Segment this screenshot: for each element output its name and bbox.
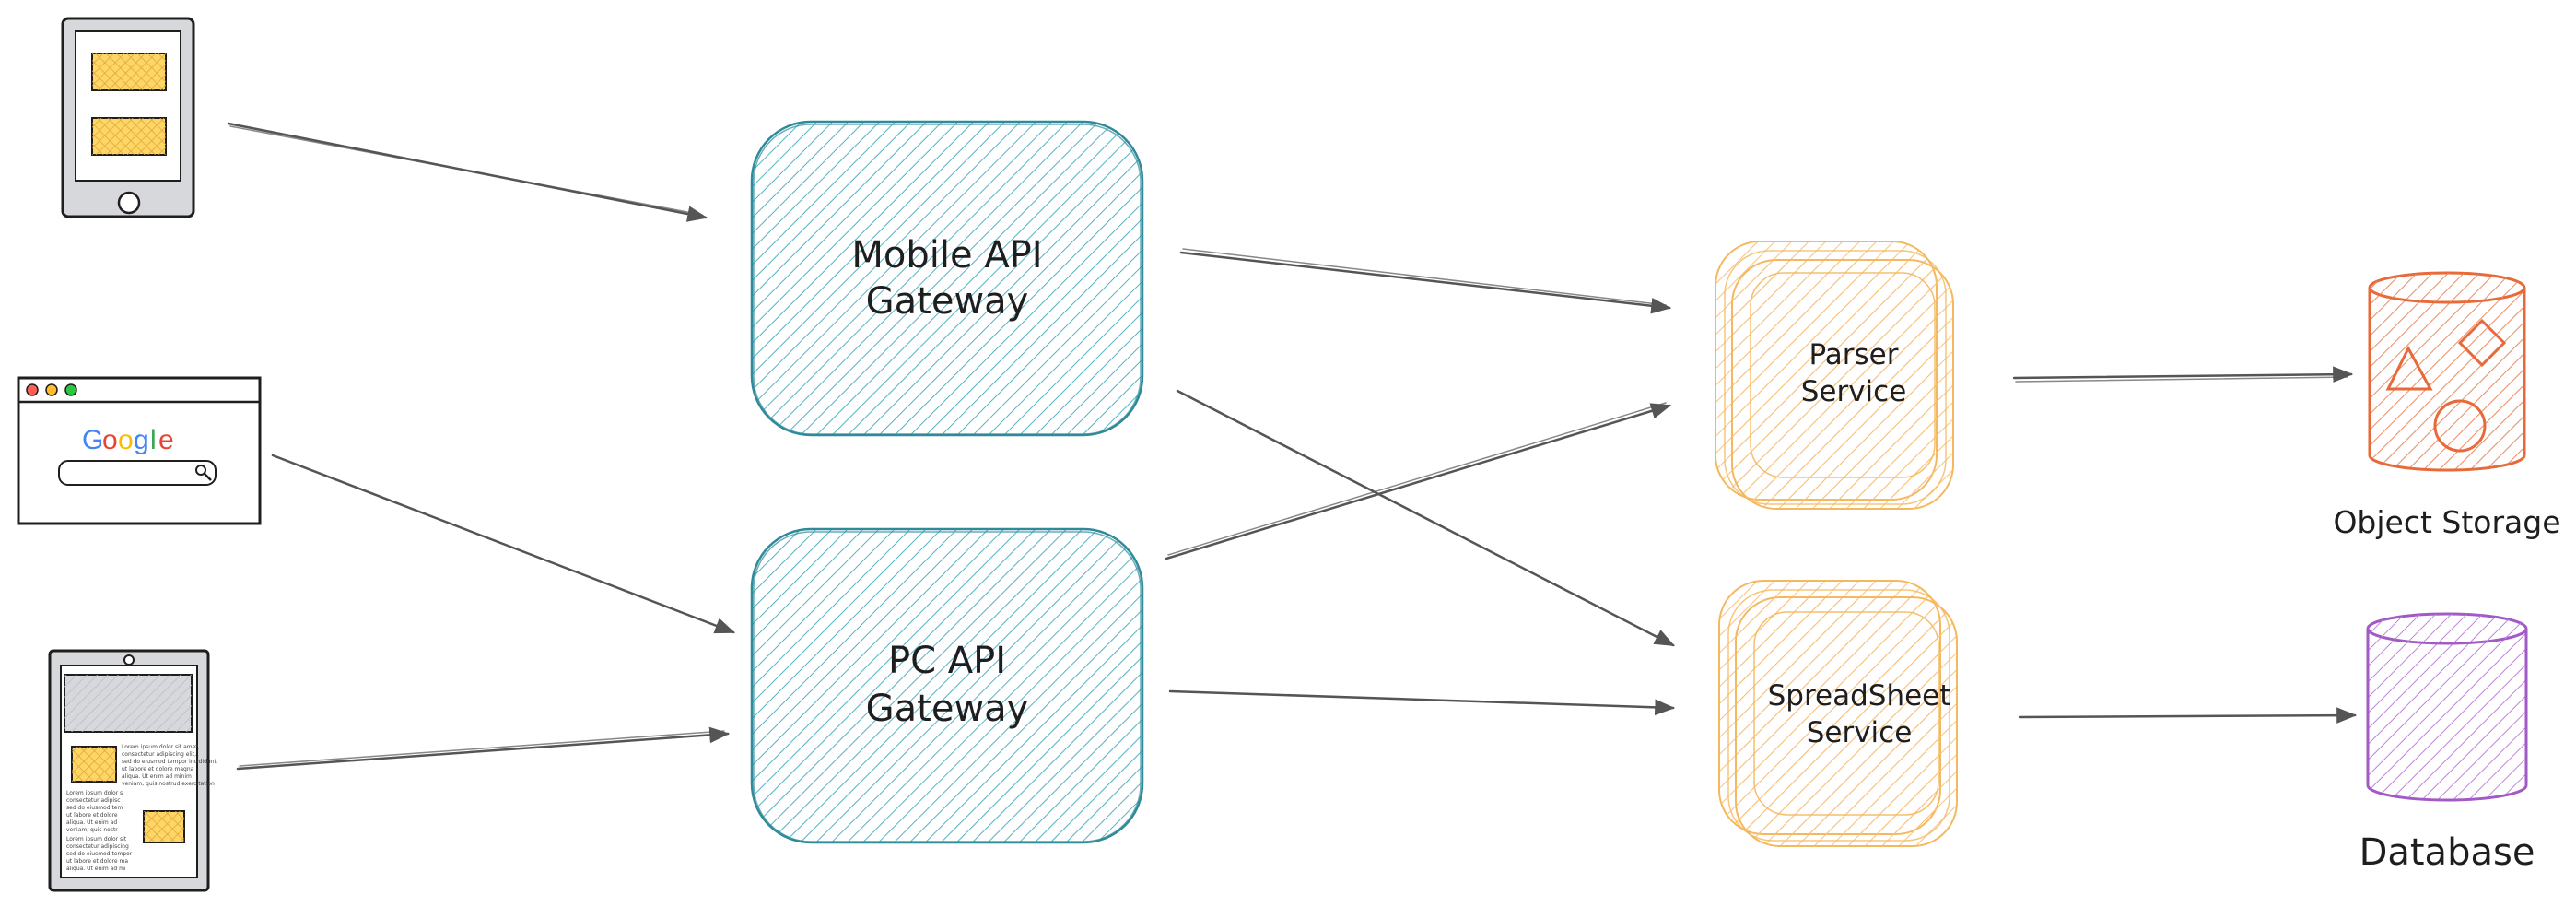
svg-text:consectetur adipiscing elit,: consectetur adipiscing elit, xyxy=(122,751,196,758)
svg-text:o: o xyxy=(118,425,134,455)
diamond-icon xyxy=(2457,318,2507,368)
mobile-api-gateway: Mobile API Gateway xyxy=(750,120,1144,437)
svg-text:ut labore et dolore: ut labore et dolore xyxy=(66,812,118,819)
spreadsheet-service-label-1: SpreadSheet xyxy=(1768,679,1951,713)
search-icon xyxy=(195,465,212,481)
pc-api-gateway: PC API Gateway xyxy=(750,527,1144,844)
svg-text:veniam, quis nostr: veniam, quis nostr xyxy=(66,827,118,833)
svg-text:sed do eiusmod tem: sed do eiusmod tem xyxy=(66,805,123,811)
database-label: Database xyxy=(2359,831,2535,874)
svg-text:consectetur adipiscing: consectetur adipiscing xyxy=(66,843,129,850)
spreadsheet-service-label-2: Service xyxy=(1807,716,1913,749)
tablet-document-icon: Lorem ipsum dolor sit amet, consectetur … xyxy=(48,649,217,892)
object-storage-label: Object Storage xyxy=(2333,504,2560,540)
circle-icon xyxy=(2433,399,2487,453)
svg-text:sed do eiusmod tempor: sed do eiusmod tempor xyxy=(66,851,133,857)
arrow-parser-to-object-storage xyxy=(2012,366,2354,383)
connections xyxy=(227,122,2358,771)
parser-service-label-2: Service xyxy=(1801,375,1907,408)
parser-service-label-1: Parser xyxy=(1809,338,1898,371)
pc-api-gateway-label-2: Gateway xyxy=(866,688,1029,730)
svg-text:l: l xyxy=(150,425,157,455)
svg-text:veniam, quis nostrud exercitat: veniam, quis nostrud exercitation xyxy=(122,781,215,787)
svg-text:e: e xyxy=(158,425,174,455)
mobile-api-gateway-label-2: Gateway xyxy=(866,280,1029,323)
object-storage: Object Storage xyxy=(2333,271,2561,540)
svg-text:aliqua. Ut enim ad mi: aliqua. Ut enim ad mi xyxy=(66,866,126,872)
mobile-api-gateway-label-1: Mobile API xyxy=(851,234,1042,277)
parser-service: Parser Service xyxy=(1715,241,1954,510)
arrow-mobile-gateway-to-parser xyxy=(1179,251,1672,314)
arrow-tablet-to-pc-gateway xyxy=(236,726,731,771)
arrow-spreadsheet-to-database xyxy=(2018,707,2358,724)
svg-text:o: o xyxy=(102,425,118,455)
svg-text:G: G xyxy=(82,425,103,455)
database: Database xyxy=(2359,612,2535,874)
doc-paragraph-1: Lorem ipsum dolor sit amet, consectetur … xyxy=(122,744,217,787)
svg-text:aliqua. Ut enim ad minim: aliqua. Ut enim ad minim xyxy=(122,773,192,780)
arrow-mobile-gateway-to-spreadsheet xyxy=(1176,389,1675,647)
svg-text:ut labore et dolore ma: ut labore et dolore ma xyxy=(66,858,128,865)
google-logo: G o o g l e xyxy=(82,425,174,455)
svg-text:Lorem ipsum dolor sit amet,: Lorem ipsum dolor sit amet, xyxy=(122,744,200,750)
doc-paragraph-3: Lorem ipsum dolor sit consectetur adipis… xyxy=(66,836,133,872)
svg-text:consectetur adipisc: consectetur adipisc xyxy=(66,797,121,804)
svg-text:aliqua. Ut enim ad: aliqua. Ut enim ad xyxy=(66,819,117,826)
svg-text:Lorem ipsum dolor sit: Lorem ipsum dolor sit xyxy=(66,836,127,842)
arrow-pc-gateway-to-parser xyxy=(1165,403,1672,560)
svg-text:Lorem ipsum dolor s: Lorem ipsum dolor s xyxy=(66,790,123,796)
pc-api-gateway-label-1: PC API xyxy=(888,640,1006,682)
svg-text:g: g xyxy=(134,425,149,455)
spreadsheet-service: SpreadSheet Service xyxy=(1718,580,1958,847)
search-box xyxy=(58,460,217,486)
triangle-icon xyxy=(2385,345,2433,391)
browser-window-icon: G o o g l e xyxy=(17,376,262,525)
svg-text:sed do eiusmod tempor incididu: sed do eiusmod tempor incididunt xyxy=(122,759,217,765)
arrow-browser-to-pc-gateway xyxy=(271,454,736,634)
arrow-pc-gateway-to-spreadsheet xyxy=(1168,689,1676,716)
svg-text:ut labore et dolore magna: ut labore et dolore magna xyxy=(122,766,194,772)
doc-paragraph-2: Lorem ipsum dolor s consectetur adipisc … xyxy=(66,790,123,833)
mobile-phone-icon xyxy=(61,17,195,218)
